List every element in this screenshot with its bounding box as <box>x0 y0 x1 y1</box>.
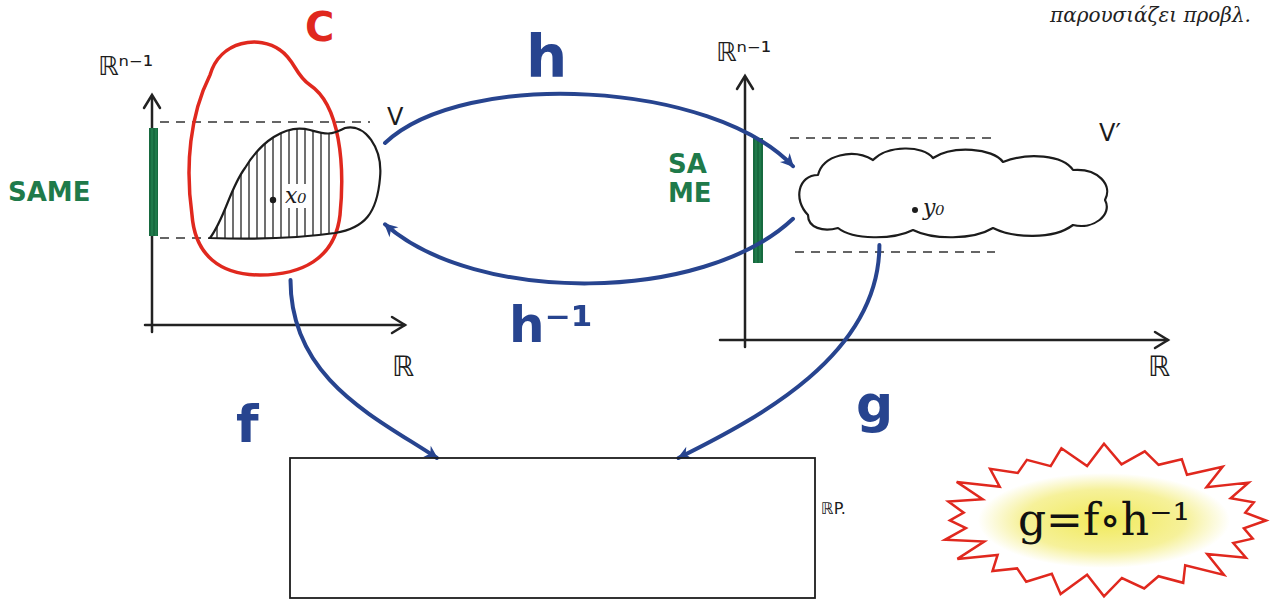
set-v-prime-shape <box>793 140 1113 245</box>
axis-label: ℝ <box>392 352 414 383</box>
edge-label: h <box>522 26 571 90</box>
region-outline <box>189 42 342 275</box>
handwritten-note: παρουσιάζει προβλ. <box>1050 4 1251 26</box>
projection-bar <box>149 128 158 236</box>
axis-label: ℝ <box>1148 352 1170 383</box>
cloud-outline <box>799 148 1107 237</box>
burst-glow <box>978 473 1230 568</box>
set-outline <box>210 127 380 238</box>
annotation: SA ME <box>668 150 718 207</box>
node-text: V′ <box>1099 120 1121 146</box>
target-box-shape <box>290 458 815 598</box>
node-text: ℝP. <box>821 500 846 518</box>
mapping-arrow <box>291 280 438 458</box>
hatch-fill <box>205 118 330 243</box>
point-dot <box>912 207 918 213</box>
formula-burst: g=f∘h⁻¹ <box>938 443 1270 598</box>
mapping-arrow <box>385 94 793 166</box>
box-outline <box>290 458 815 598</box>
node-text: x₀ <box>283 184 308 208</box>
target-box: ℝP. <box>290 458 815 598</box>
left-axes <box>144 95 405 333</box>
edge-label: f <box>232 396 263 453</box>
right-axes <box>720 76 1168 348</box>
hatched-area <box>205 118 330 243</box>
mapping-arrow <box>385 219 793 284</box>
point-dot <box>270 197 276 203</box>
set-v-prime: V′y₀ <box>793 140 1113 245</box>
annotation: SAME <box>8 178 90 207</box>
node-text: C <box>305 5 334 49</box>
axis-label: ℝⁿ⁻¹ <box>716 38 771 67</box>
node-text: y₀ <box>923 196 944 220</box>
edge-label: g <box>852 376 897 433</box>
mapping-arrow <box>679 245 880 458</box>
set-v: Vx₀ <box>205 118 385 243</box>
burst-outline <box>945 444 1266 597</box>
node-text: g=f∘h⁻¹ <box>1018 496 1190 544</box>
set-v-shape <box>205 118 385 243</box>
axis-label: ℝⁿ⁻¹ <box>98 52 153 81</box>
node-text: V <box>387 104 403 130</box>
edge-label: h⁻¹ <box>505 298 597 353</box>
